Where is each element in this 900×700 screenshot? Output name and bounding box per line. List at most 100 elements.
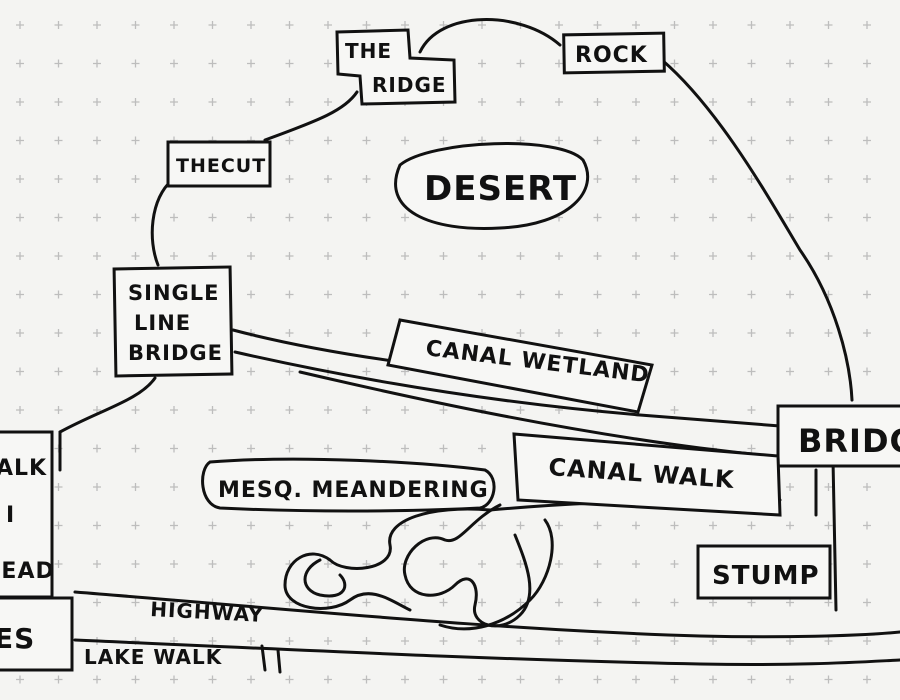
grid-plus-mark xyxy=(747,136,756,145)
grid-plus-mark xyxy=(555,560,563,568)
grid-plus-mark xyxy=(247,521,255,530)
grid-plus-mark xyxy=(786,21,794,29)
grid-plus-mark xyxy=(747,252,756,260)
grid-plus-mark xyxy=(632,136,640,145)
grid-plus-mark xyxy=(593,175,602,183)
meander-loop xyxy=(303,558,347,598)
grid-plus-mark xyxy=(478,98,486,106)
grid-plus-mark xyxy=(54,329,63,337)
grid-plus-mark xyxy=(362,444,371,453)
grid-plus-mark xyxy=(786,290,794,299)
grid-plus-mark xyxy=(54,175,63,183)
grid-plus-mark xyxy=(516,637,525,645)
grid-plus-mark xyxy=(593,598,602,607)
node-left-bottom-partial: ES xyxy=(0,596,74,672)
grid-plus-mark xyxy=(478,560,486,568)
grid-plus-mark xyxy=(170,675,178,684)
grid-plus-mark xyxy=(324,598,332,607)
grid-plus-mark xyxy=(593,560,602,568)
grid-plus-mark xyxy=(324,560,332,568)
grid-plus-mark xyxy=(478,59,486,68)
lake-walk-label: LAKE WALK xyxy=(84,645,223,669)
rock-label: ROCK xyxy=(575,43,648,68)
grid-plus-mark xyxy=(16,406,24,414)
grid-plus-mark xyxy=(93,136,101,145)
grid-plus-mark xyxy=(93,560,101,568)
grid-plus-mark xyxy=(16,675,24,684)
node-desert: DESERT xyxy=(394,142,590,230)
grid-plus-mark xyxy=(16,21,24,29)
grid-plus-mark xyxy=(170,521,178,530)
grid-plus-mark xyxy=(632,252,640,260)
grid-plus-mark xyxy=(478,521,486,530)
grid-plus-mark xyxy=(285,21,294,29)
grid-plus-mark xyxy=(131,675,140,684)
grid-plus-mark xyxy=(824,21,833,29)
grid-plus-mark xyxy=(824,98,833,106)
grid-plus-mark xyxy=(247,290,255,299)
grid-plus-mark xyxy=(285,444,294,453)
grid-plus-mark xyxy=(632,521,640,530)
grid-plus-mark xyxy=(593,329,602,337)
grid-plus-mark xyxy=(208,213,217,222)
grid-plus-mark xyxy=(401,637,409,645)
grid-plus-mark xyxy=(747,598,756,607)
grid-plus-mark xyxy=(863,175,871,183)
grid-plus-mark xyxy=(747,329,756,337)
meander-inner-2 xyxy=(438,518,554,631)
grid-plus-mark xyxy=(401,598,409,607)
grid-plus-mark xyxy=(362,598,371,607)
grid-plus-mark xyxy=(709,59,717,68)
grid-plus-mark xyxy=(170,213,178,222)
grid-plus-mark xyxy=(93,367,101,376)
grid-plus-mark xyxy=(709,406,717,414)
grid-plus-mark xyxy=(93,21,101,29)
grid-plus-mark xyxy=(555,21,563,29)
grid-plus-mark xyxy=(362,637,371,645)
grid-plus-mark xyxy=(247,98,255,106)
grid-plus-mark xyxy=(247,444,255,453)
grid-plus-mark xyxy=(247,367,255,376)
slb-line-1: SINGLE xyxy=(128,281,219,305)
grid-plus-mark xyxy=(362,367,371,376)
grid-plus-mark xyxy=(863,483,871,491)
grid-plus-mark xyxy=(478,637,486,645)
grid-plus-mark xyxy=(670,21,679,29)
grid-plus-mark xyxy=(824,252,833,260)
grid-plus-mark xyxy=(670,406,679,414)
grid-plus-mark xyxy=(786,675,794,684)
node-canal-wetland: CANAL WETLAND xyxy=(386,318,654,414)
grid-plus-mark xyxy=(131,560,140,568)
grid-plus-mark xyxy=(93,483,101,491)
grid-plus-mark xyxy=(16,98,24,106)
grid-plus-mark xyxy=(709,675,717,684)
trail-slb-left xyxy=(58,376,157,434)
grid-plus-mark xyxy=(16,290,24,299)
grid-plus-mark xyxy=(786,175,794,183)
grid-plus-mark xyxy=(401,252,409,260)
grid-plus-mark xyxy=(208,252,217,260)
grid-plus-mark xyxy=(285,406,294,414)
grid-plus-mark xyxy=(131,21,140,29)
grid-plus-mark xyxy=(285,213,294,222)
grid-plus-mark xyxy=(401,444,409,453)
grid-plus-mark xyxy=(131,406,140,414)
node-single-line-bridge: SINGLE LINE BRIDGE xyxy=(112,265,234,378)
the-cut-label: THECUT xyxy=(176,155,266,177)
grid-plus-mark xyxy=(555,637,563,645)
grid-plus-mark xyxy=(747,367,756,376)
grid-plus-mark xyxy=(709,367,717,376)
grid-plus-mark xyxy=(208,98,217,106)
grid-plus-mark xyxy=(632,290,640,299)
grid-plus-mark xyxy=(170,444,178,453)
grid-plus-mark xyxy=(632,213,640,222)
grid-plus-mark xyxy=(824,483,833,491)
grid-plus-mark xyxy=(824,598,833,607)
grid-plus-mark xyxy=(516,59,525,68)
grid-plus-mark xyxy=(54,59,63,68)
label-lake-walk: LAKE WALK xyxy=(84,644,282,674)
grid-plus-mark xyxy=(401,136,409,145)
grid-plus-mark xyxy=(555,59,563,68)
grid-plus-mark xyxy=(401,290,409,299)
grid-plus-mark xyxy=(93,175,101,183)
